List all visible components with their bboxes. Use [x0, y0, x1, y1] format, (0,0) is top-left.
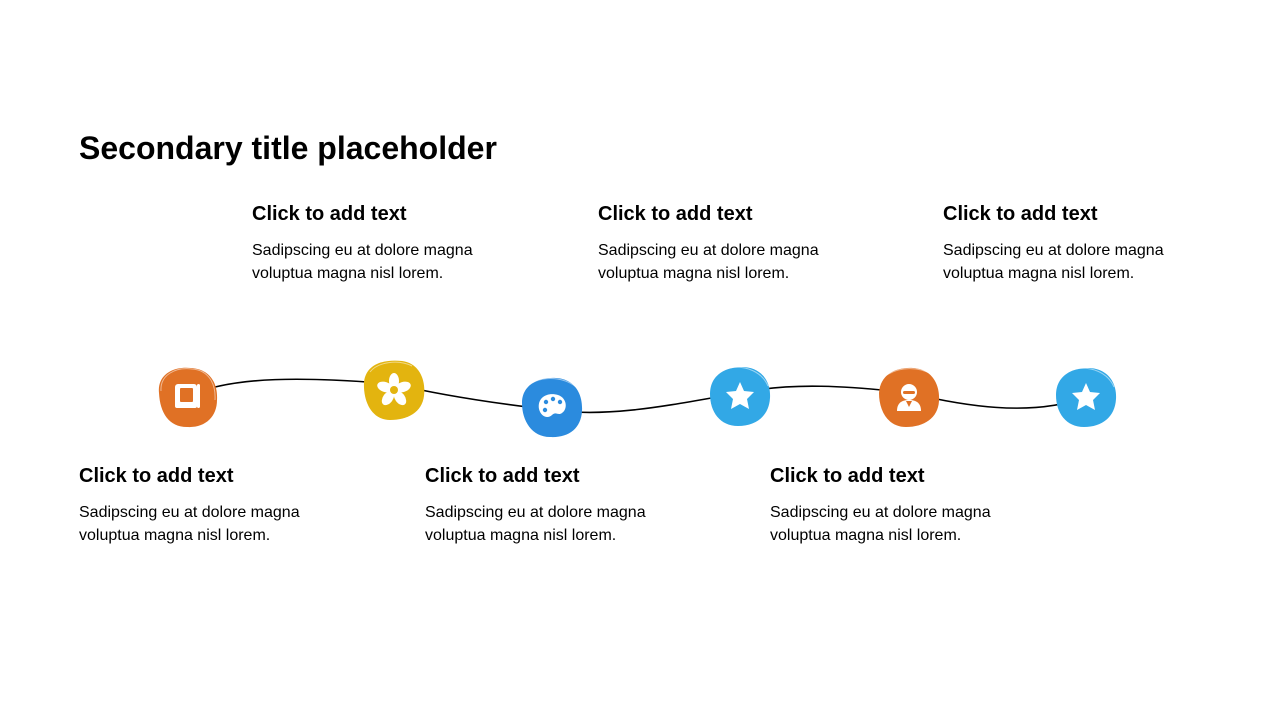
step-body[interactable]: Sadipscing eu at dolore magna voluptua m…: [79, 504, 300, 544]
timeline-step-5: Click to add text Sadipscing eu at dolor…: [770, 463, 1030, 547]
star-icon: [726, 382, 754, 409]
timeline-node-2[interactable]: [363, 360, 425, 420]
book-icon: [175, 384, 200, 408]
star-icon: [1072, 383, 1100, 410]
timeline-node-5[interactable]: [879, 367, 940, 427]
timeline-node-3[interactable]: [522, 377, 583, 438]
step-heading[interactable]: Click to add text: [79, 465, 234, 487]
timeline-node-4[interactable]: [710, 366, 771, 426]
flower-icon: [377, 373, 411, 406]
timeline-step-2: Click to add text Sadipscing eu at dolor…: [252, 201, 512, 285]
step-heading[interactable]: Click to add text: [598, 203, 753, 225]
step-body[interactable]: Sadipscing eu at dolore magna voluptua m…: [252, 242, 473, 282]
timeline-step-4: Click to add text Sadipscing eu at dolor…: [598, 201, 858, 285]
step-body[interactable]: Sadipscing eu at dolore magna voluptua m…: [943, 242, 1164, 282]
page-title[interactable]: Secondary title placeholder: [79, 130, 497, 166]
step-heading[interactable]: Click to add text: [943, 203, 1098, 225]
step-body[interactable]: Sadipscing eu at dolore magna voluptua m…: [770, 504, 991, 544]
step-heading[interactable]: Click to add text: [425, 465, 580, 487]
palette-icon: [538, 394, 566, 417]
timeline-step-3: Click to add text Sadipscing eu at dolor…: [425, 463, 685, 547]
timeline-step-1: Click to add text Sadipscing eu at dolor…: [79, 463, 339, 547]
person-icon: [897, 384, 921, 411]
timeline-connector: [186, 378, 1087, 414]
step-body[interactable]: Sadipscing eu at dolore magna voluptua m…: [598, 242, 819, 282]
timeline-node-6[interactable]: [1056, 367, 1117, 427]
timeline-node-1[interactable]: [158, 367, 218, 428]
step-heading[interactable]: Click to add text: [252, 203, 407, 225]
step-body[interactable]: Sadipscing eu at dolore magna voluptua m…: [425, 504, 646, 544]
step-heading[interactable]: Click to add text: [770, 465, 925, 487]
timeline-step-6: Click to add text Sadipscing eu at dolor…: [943, 201, 1203, 285]
